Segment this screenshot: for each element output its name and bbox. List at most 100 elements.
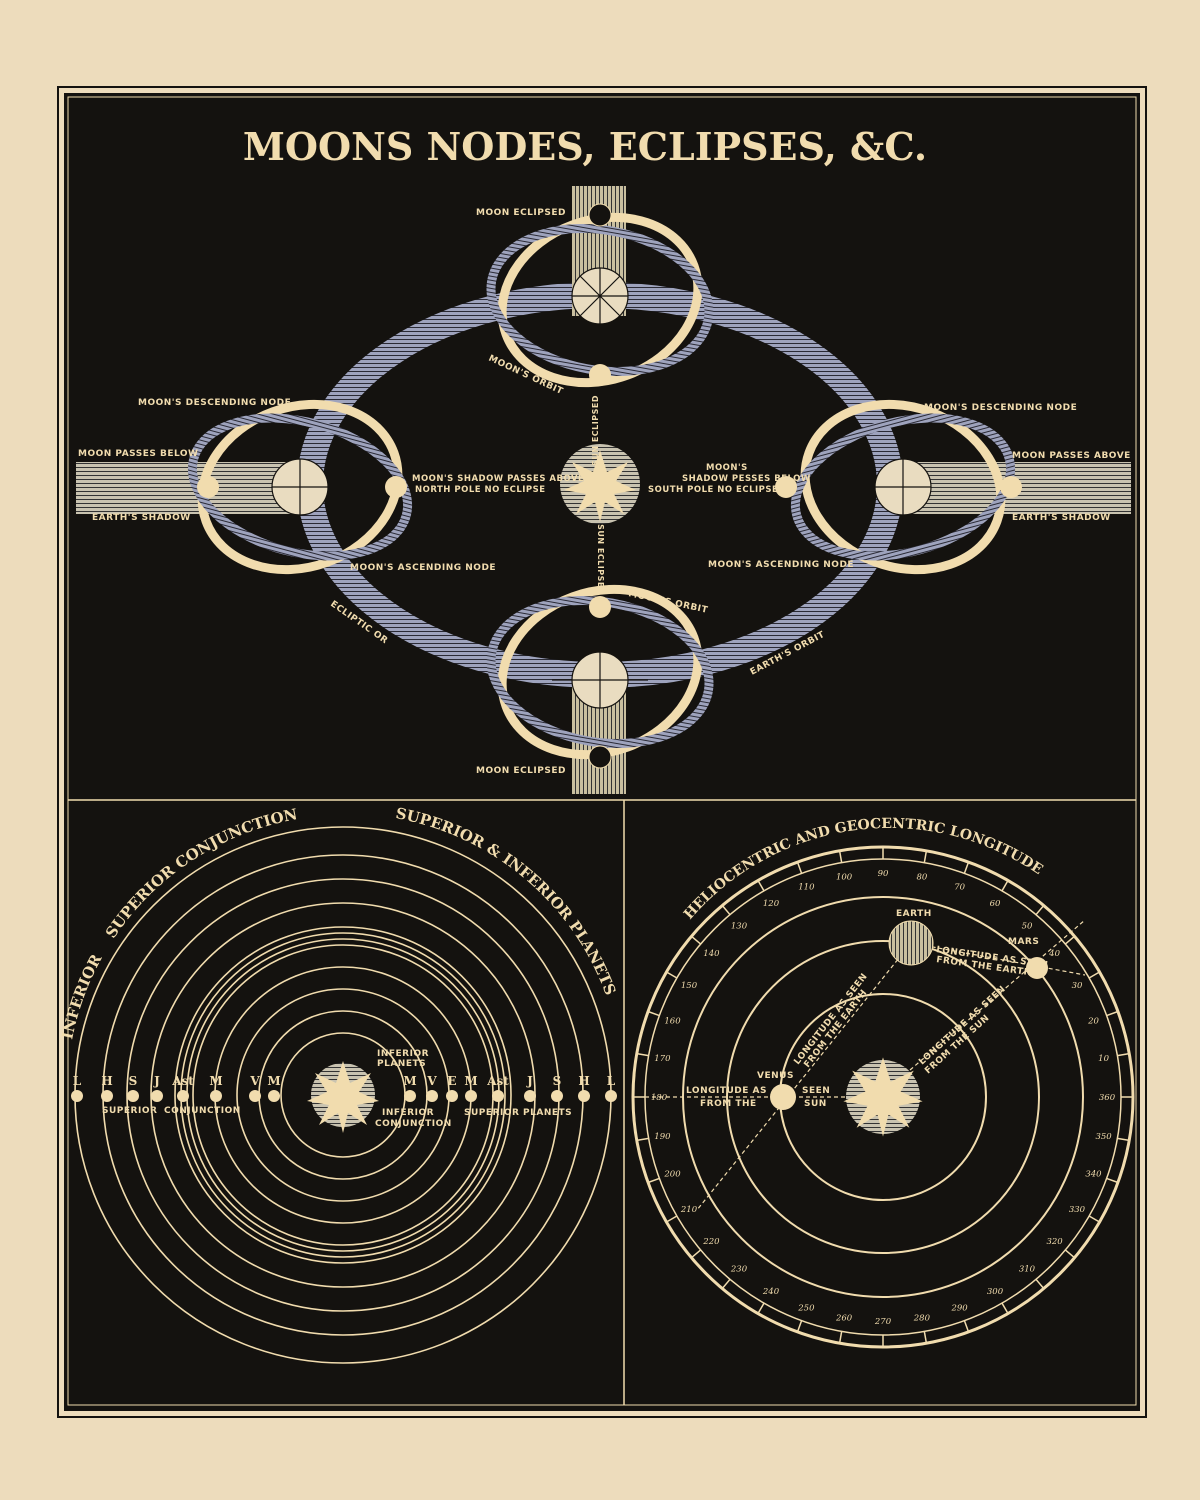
degree-tick: [796, 1320, 803, 1333]
planet-letter: L: [607, 1074, 616, 1088]
label-right-descending-node: MOON'S DESCENDING NODE: [924, 403, 1077, 413]
degree-tick: [666, 971, 678, 979]
degree-tick: [647, 1010, 660, 1017]
sun-star-icon: [564, 450, 636, 522]
label-superior-planets: SUPERIOR PLANETS: [464, 1108, 572, 1118]
moon-new-top: [589, 364, 611, 386]
planet-letter: M: [403, 1074, 416, 1088]
degree-tick: [757, 1302, 765, 1314]
planet-letter: Ast: [486, 1074, 509, 1088]
moon-left-outer: [197, 476, 219, 498]
label-conjunction: CONJUNCTION: [164, 1106, 241, 1116]
planet-dot: [249, 1090, 261, 1102]
degree-label: 270: [874, 1317, 892, 1327]
degree-tick: [636, 1052, 649, 1057]
sight-lines: [645, 919, 1086, 1211]
degree-label: 260: [835, 1314, 853, 1324]
degree-tick: [757, 880, 765, 892]
degree-label: 190: [654, 1132, 671, 1142]
label-mars: MARS: [1008, 937, 1039, 947]
degree-scale: 1020304050607080901001101201301401501601…: [633, 847, 1133, 1347]
planet-dot: [404, 1090, 416, 1102]
planet-dot: [492, 1090, 504, 1102]
degree-label: 120: [763, 899, 780, 909]
label-sun-eclipsed-bottom: SUN ECLIPSED: [596, 524, 605, 595]
label-left-moon-passes-below: MOON PASSES BELOW: [78, 449, 198, 459]
label-superior: SUPERIOR: [102, 1106, 157, 1116]
label-right-shadow-line1: MOON'S: [706, 463, 748, 473]
degree-tick: [1064, 1249, 1075, 1259]
planet-dot: [465, 1090, 477, 1102]
degree-label: 50: [1022, 921, 1033, 931]
label-venus-right-2: SUN: [804, 1099, 827, 1109]
degree-label: 20: [1087, 1016, 1099, 1026]
degree-label: 360: [1099, 1093, 1116, 1103]
planet-dot: [71, 1090, 83, 1102]
label-inferior-planets-1: INFERIOR: [377, 1049, 429, 1059]
planet-dot: [426, 1090, 438, 1102]
label-earth: EARTH: [896, 909, 932, 919]
degree-tick: [1088, 971, 1100, 979]
degree-label: 10: [1098, 1054, 1109, 1064]
planet-dot: [268, 1090, 280, 1102]
degree-tick: [721, 905, 731, 916]
degree-tick: [691, 1249, 702, 1259]
planet-dot: [101, 1090, 113, 1102]
planet-dot: [210, 1090, 222, 1102]
moon-new-bottom: [589, 596, 611, 618]
venus-body: [770, 1084, 796, 1110]
label-venus: VENUS: [757, 1071, 794, 1081]
label-left-ascending-node: MOON'S ASCENDING NODE: [350, 563, 496, 573]
degree-tick: [647, 1177, 660, 1184]
label-venus-right-1: SEEN: [802, 1086, 830, 1096]
earth-grid: [572, 268, 628, 324]
planet-letter: H: [578, 1074, 589, 1088]
moon-eclipsed-top: [588, 203, 612, 227]
planet-letter: H: [101, 1074, 112, 1088]
label-inferior-planets-2: PLANETS: [377, 1059, 426, 1069]
planet-letter: M: [209, 1074, 222, 1088]
moon-eclipsed-bottom: [588, 745, 612, 769]
degree-tick: [666, 1215, 678, 1223]
degree-label: 250: [797, 1303, 815, 1313]
planet-dot: [524, 1090, 536, 1102]
planet-letter: S: [553, 1074, 562, 1088]
inner-border: [67, 96, 1137, 1406]
degree-tick: [1117, 1052, 1130, 1057]
degree-label: 180: [651, 1093, 668, 1103]
label-right-shadow-line2: SHADOW PESSES BELOW: [682, 474, 811, 484]
degree-label: 310: [1019, 1265, 1036, 1275]
earth-grid: [875, 459, 931, 515]
degree-label: 110: [798, 883, 815, 893]
label-right-moon-passes-above: MOON PASSES ABOVE: [1012, 451, 1131, 461]
label-venus-left-1: LONGITUDE AS: [686, 1086, 767, 1096]
degree-tick: [963, 1320, 970, 1333]
planet-letter: V: [426, 1074, 437, 1088]
moon-right-outer: [1000, 476, 1022, 498]
degree-label: 220: [702, 1237, 720, 1247]
earth-globe: [888, 920, 934, 966]
degree-tick: [923, 1331, 928, 1344]
degree-label: 330: [1069, 1205, 1086, 1215]
planet-letter: M: [267, 1074, 280, 1088]
label-inferior-conj-2: CONJUNCTION: [375, 1119, 452, 1129]
planet-dot: [446, 1090, 458, 1102]
planet-dot: [151, 1090, 163, 1102]
degree-label: 130: [731, 921, 748, 931]
degree-label: 90: [878, 869, 889, 879]
degree-tick: [691, 935, 702, 945]
label-moon-eclipsed-top: MOON ECLIPSED: [476, 208, 566, 218]
moon-orbit-bottom-inclined: [486, 595, 714, 749]
planet-letter: J: [153, 1074, 160, 1088]
degree-label: 140: [703, 949, 720, 959]
degree-label: 290: [950, 1303, 968, 1313]
degree-tick: [1001, 880, 1009, 892]
earth-grid: [272, 459, 328, 515]
degree-tick: [1064, 935, 1075, 945]
label-right-shadow-line3: SOUTH POLE NO ECLIPSE: [648, 485, 778, 495]
degree-tick: [1001, 1302, 1009, 1314]
degree-label: 60: [990, 899, 1001, 909]
degree-tick: [1117, 1137, 1130, 1142]
degree-label: 170: [654, 1054, 671, 1064]
